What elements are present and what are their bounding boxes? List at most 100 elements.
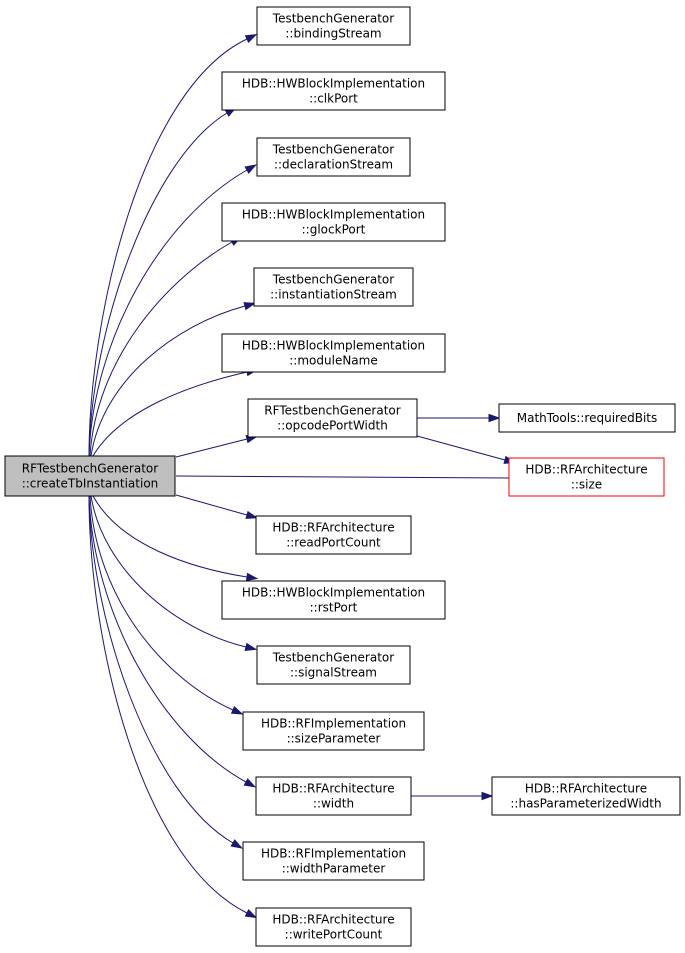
edge-root-to-sizeParam [89,495,244,715]
node-requiredBits[interactable]: MathTools::requiredBits [498,403,676,433]
node-box[interactable] [221,580,446,620]
node-label-line: RFTestbenchGenerator [264,404,400,418]
node-label-line: HDB::RFArchitecture [525,463,647,477]
edge-root-to-signal [90,495,258,651]
node-readPort[interactable]: HDB::RFArchitecture::readPortCount [255,515,412,555]
edge-line [88,112,228,457]
arrowhead [243,778,257,788]
node-label-line: ::hasParameterizedWidth [510,797,661,811]
edge-root-to-declaration [88,164,257,457]
edge-line [92,495,248,578]
edge-line [90,305,246,457]
node-moduleName[interactable]: HDB::HWBlockImplementation::moduleName [221,333,446,373]
arrowhead [243,302,257,311]
node-label-line: ::moduleName [289,354,377,368]
edge-root-to-writePort [88,495,258,919]
node-label-line: ::bindingStream [285,27,381,41]
node-label-line: HDB::RFArchitecture [272,913,394,927]
arrowhead [245,510,259,519]
edge-root-to-size [175,473,521,483]
node-label-line: MathTools::requiredBits [517,411,657,425]
node-label-line: TestbenchGenerator [272,12,394,26]
node-width[interactable]: HDB::RFArchitecture::width [255,776,412,816]
node-box[interactable] [242,711,425,751]
node-box[interactable] [498,403,676,433]
edge-line [92,371,248,457]
node-sizeParam[interactable]: HDB::RFImplementation::sizeParameter [242,711,425,751]
node-label-line: ::rstPort [310,601,358,615]
node-label-line: HDB::RFImplementation [261,717,406,731]
node-label-line: ::readPortCount [286,536,381,550]
edge-line [175,494,248,516]
node-box[interactable] [491,776,681,816]
edge-root-to-widthParam [88,495,243,849]
edge-root-to-width [88,495,257,788]
node-box[interactable] [242,841,425,881]
edge-width-to-hasParam [411,791,494,801]
edge-line [416,435,506,461]
node-box[interactable] [256,6,411,46]
node-declaration[interactable]: TestbenchGenerator::declarationStream [256,137,411,177]
node-label-line: HDB::RFImplementation [261,847,406,861]
node-box[interactable] [4,455,176,497]
arrowhead [244,642,258,651]
node-writePort[interactable]: HDB::RFArchitecture::writePortCount [255,907,412,947]
node-label-line: TestbenchGenerator [272,651,394,665]
edge-opcode-to-size [416,435,517,464]
edge-root-to-readPort [175,494,259,519]
node-label-line: HDB::RFArchitecture [525,782,647,796]
node-label-line: ::sizeParameter [287,732,381,746]
node-label-line: ::createTbInstantiation [22,477,159,491]
edge-opcode-to-requiredBits [417,413,501,423]
edge-root-to-rst [92,495,259,582]
arrowhead [244,34,258,44]
node-box[interactable] [247,398,418,438]
node-label-line: HDB::HWBlockImplementation [242,586,425,600]
edge-line [88,169,248,457]
edge-line [175,475,510,479]
node-box[interactable] [221,333,446,373]
node-label-line: ::widthParameter [282,862,386,876]
node-root[interactable]: RFTestbenchGenerator::createTbInstantiat… [4,455,176,497]
node-glock[interactable]: HDB::HWBlockImplementation::glockPort [221,202,446,242]
node-box[interactable] [508,457,665,497]
node-box[interactable] [221,71,446,111]
node-box[interactable] [256,645,411,685]
node-box[interactable] [221,202,446,242]
node-widthParam[interactable]: HDB::RFImplementation::widthParameter [242,841,425,881]
nodes-layer: RFTestbenchGenerator::createTbInstantiat… [4,6,681,947]
node-label-line: ::declarationStream [274,158,393,172]
node-signal[interactable]: TestbenchGenerator::signalStream [256,645,411,685]
node-label-line: HDB::HWBlockImplementation [242,208,425,222]
node-hasParam[interactable]: HDB::RFArchitecture::hasParameterizedWid… [491,776,681,816]
edge-line [88,38,248,457]
node-opcode[interactable]: RFTestbenchGenerator::opcodePortWidth [247,398,418,438]
edge-root-to-opcode [175,435,259,458]
edge-line [88,495,234,844]
node-box[interactable] [255,907,412,947]
node-label-line: HDB::HWBlockImplementation [242,339,425,353]
node-rst[interactable]: HDB::HWBlockImplementation::rstPort [221,580,446,620]
node-label-line: TestbenchGenerator [272,143,394,157]
node-label-line: ::instantiationStream [270,288,397,302]
edge-root-to-binding [88,34,258,457]
arrowhead [488,413,501,423]
arrowhead [230,839,243,849]
node-label-line: HDB::RFArchitecture [272,782,394,796]
edge-root-to-instantiation [90,302,257,457]
node-box[interactable] [255,776,412,816]
edge-line [175,438,248,458]
edge-line [89,495,234,711]
node-clk[interactable]: HDB::HWBlockImplementation::clkPort [221,71,446,111]
node-instantiation[interactable]: TestbenchGenerator::instantiationStream [253,267,414,307]
node-box[interactable] [255,515,412,555]
arrowhead [245,572,259,582]
node-size[interactable]: HDB::RFArchitecture::size [508,457,665,497]
node-label-line: HDB::HWBlockImplementation [242,77,425,91]
node-label-line: ::size [571,478,602,492]
node-binding[interactable]: TestbenchGenerator::bindingStream [256,6,411,46]
edge-root-to-clk [88,107,237,457]
node-box[interactable] [253,267,414,307]
arrowhead [244,909,258,919]
node-box[interactable] [256,137,411,177]
